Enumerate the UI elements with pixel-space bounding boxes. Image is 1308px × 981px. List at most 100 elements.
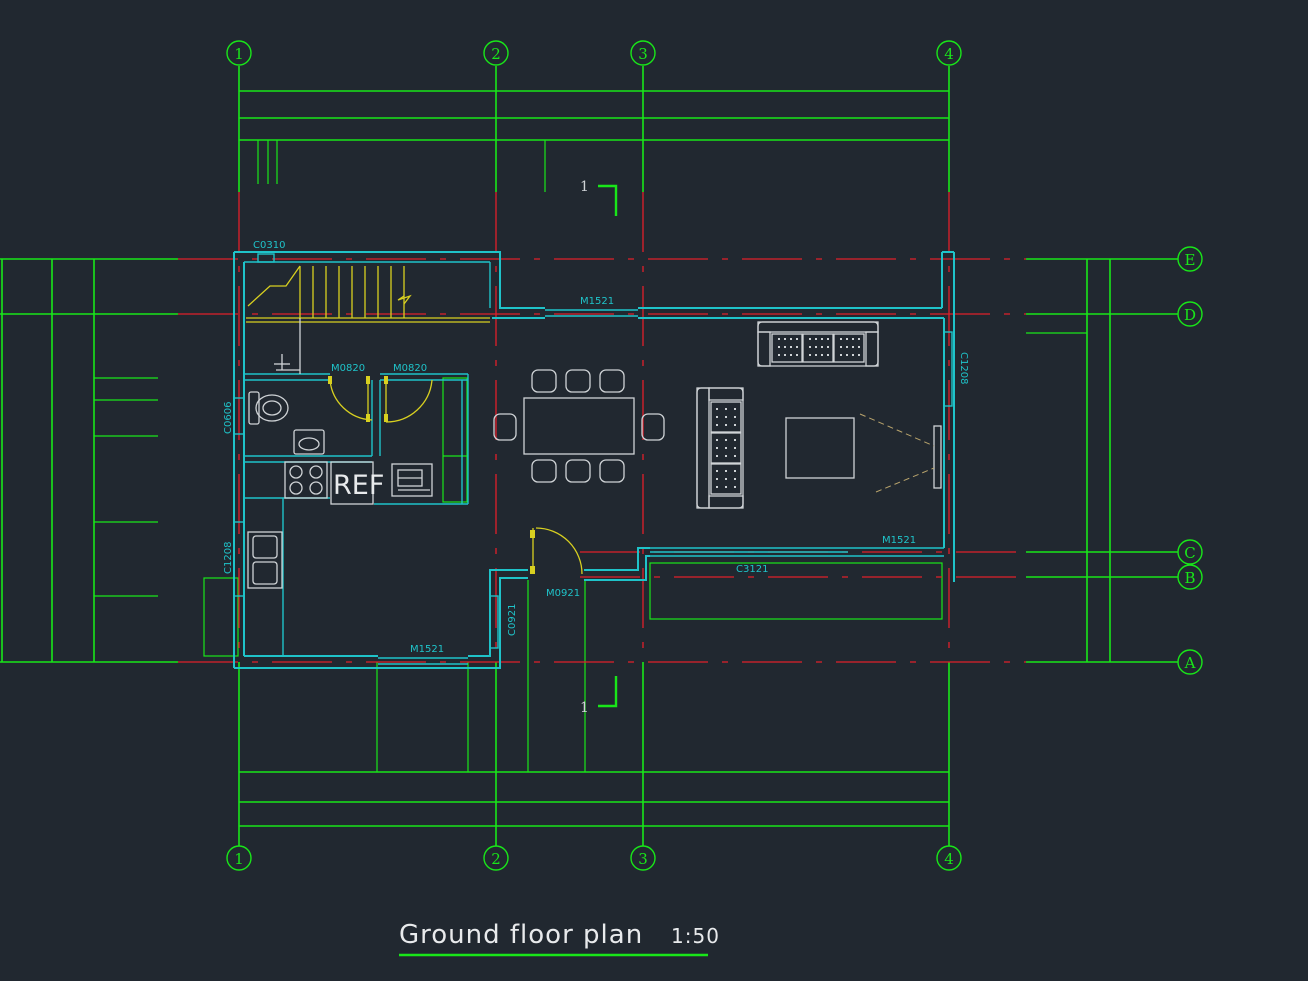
side-elevation-right xyxy=(1026,258,1178,663)
cushion-dot xyxy=(840,354,842,356)
cushion-dot xyxy=(725,439,727,441)
grid-lines-vertical xyxy=(238,66,950,846)
cushion-dot xyxy=(778,354,780,356)
cushion-dot xyxy=(725,416,727,418)
side-elevation-left xyxy=(0,258,178,663)
svg-text:1: 1 xyxy=(234,850,244,868)
grid-bubble-E: E xyxy=(1177,246,1203,272)
cushion-dot xyxy=(734,486,736,488)
tag-north-sliding-door: M1521 xyxy=(580,296,614,307)
kitchen-sink xyxy=(247,531,283,589)
cushion-dot xyxy=(852,346,854,348)
section-mark-top-label: 1 xyxy=(580,179,589,195)
cushion-dot xyxy=(725,424,727,426)
cushion-dot xyxy=(858,338,860,340)
cushion-dot xyxy=(827,346,829,348)
cushion-dot xyxy=(821,354,823,356)
cushion-dot xyxy=(734,424,736,426)
tag-south-sliding-door: M1521 xyxy=(882,535,916,546)
cushion-dot xyxy=(790,338,792,340)
cushion-dot xyxy=(840,346,842,348)
cushion-dot xyxy=(734,447,736,449)
svg-text:2: 2 xyxy=(491,45,501,63)
cushion-dot xyxy=(809,354,811,356)
tag-living-window: C1208 xyxy=(958,352,969,384)
cushion-dot xyxy=(734,439,736,441)
refrigerator: REF xyxy=(330,461,384,505)
cushion-dot xyxy=(734,408,736,410)
cushion-dot xyxy=(852,338,854,340)
tag-kitchen-window: C1208 xyxy=(223,542,234,574)
cushion-dot xyxy=(846,338,848,340)
windows xyxy=(233,253,953,665)
svg-text:3: 3 xyxy=(638,45,648,63)
section-mark-top: 1 xyxy=(580,179,618,216)
opening-tags: C0310 C0606 C1208 C1208 C0921 C3121 M082… xyxy=(223,240,969,655)
cushion-dot xyxy=(809,346,811,348)
cushion-dot xyxy=(734,470,736,472)
grid-bubble-A: A xyxy=(1177,649,1203,675)
grid-bubble-D: D xyxy=(1177,301,1203,327)
staircase xyxy=(246,265,490,374)
sofa-three-seat xyxy=(757,321,879,367)
grid-bubbles-right: E D C B A xyxy=(1177,246,1203,675)
cushion-dot xyxy=(734,478,736,480)
tag-pantry-door: M0820 xyxy=(393,363,427,374)
tag-hall-window: C0921 xyxy=(507,604,518,636)
svg-text:E: E xyxy=(1185,251,1196,269)
grid-bubble-3-top: 3 xyxy=(630,40,656,66)
cushion-dot xyxy=(821,346,823,348)
cushion-dot xyxy=(790,346,792,348)
grid-bubble-1-bottom: 1 xyxy=(226,845,252,871)
cushion-dot xyxy=(725,486,727,488)
cushion-dot xyxy=(796,338,798,340)
cushion-dot xyxy=(784,338,786,340)
coffee-table xyxy=(785,417,855,479)
grid-bubble-4-top: 4 xyxy=(936,40,962,66)
cushion-dot xyxy=(827,338,829,340)
cushion-dot xyxy=(734,455,736,457)
tag-kitchen-sliding-door: M1521 xyxy=(410,644,444,655)
tag-balcony-window: C3121 xyxy=(736,564,768,575)
tag-entrance-door: M0921 xyxy=(546,588,580,599)
svg-text:B: B xyxy=(1184,569,1195,587)
cushion-dot xyxy=(796,354,798,356)
grid-bubble-3-bottom: 3 xyxy=(630,845,656,871)
grid-bubble-B: B xyxy=(1177,564,1203,590)
cushion-dot xyxy=(778,346,780,348)
cushion-dot xyxy=(858,354,860,356)
roof-outline-bottom xyxy=(239,580,949,827)
svg-text:4: 4 xyxy=(944,850,954,868)
grid-bubbles-top: 1 2 3 4 xyxy=(226,40,962,66)
cushion-dot xyxy=(725,478,727,480)
drawing-scale: 1:50 xyxy=(671,924,720,948)
tv-unit xyxy=(859,413,942,493)
svg-text:A: A xyxy=(1184,654,1196,672)
cushion-dot xyxy=(716,408,718,410)
cushion-dot xyxy=(796,346,798,348)
cushion-dot xyxy=(815,338,817,340)
washing-machine xyxy=(391,463,433,497)
balcony-outline xyxy=(203,377,943,657)
svg-text:1: 1 xyxy=(234,45,244,63)
cushion-dot xyxy=(716,439,718,441)
cushion-dot xyxy=(725,470,727,472)
cushion-dot xyxy=(815,346,817,348)
cushion-dot xyxy=(790,354,792,356)
grid-bubble-C: C xyxy=(1177,539,1203,565)
cushion-dot xyxy=(852,354,854,356)
toilet xyxy=(248,391,289,425)
drawing-title-block: Ground floor plan 1:50 xyxy=(399,920,720,957)
cushion-dot xyxy=(815,354,817,356)
cushion-dot xyxy=(716,416,718,418)
tag-stair-window: C0310 xyxy=(253,240,285,251)
cushion-dot xyxy=(725,455,727,457)
grid-bubbles-bottom: 1 2 3 4 xyxy=(226,845,962,871)
doors xyxy=(328,376,583,575)
cushion-dot xyxy=(846,346,848,348)
tag-toilet-window: C0606 xyxy=(223,402,234,434)
drawing-title: Ground floor plan xyxy=(399,920,643,950)
svg-text:D: D xyxy=(1184,306,1196,324)
cushion-dot xyxy=(784,346,786,348)
